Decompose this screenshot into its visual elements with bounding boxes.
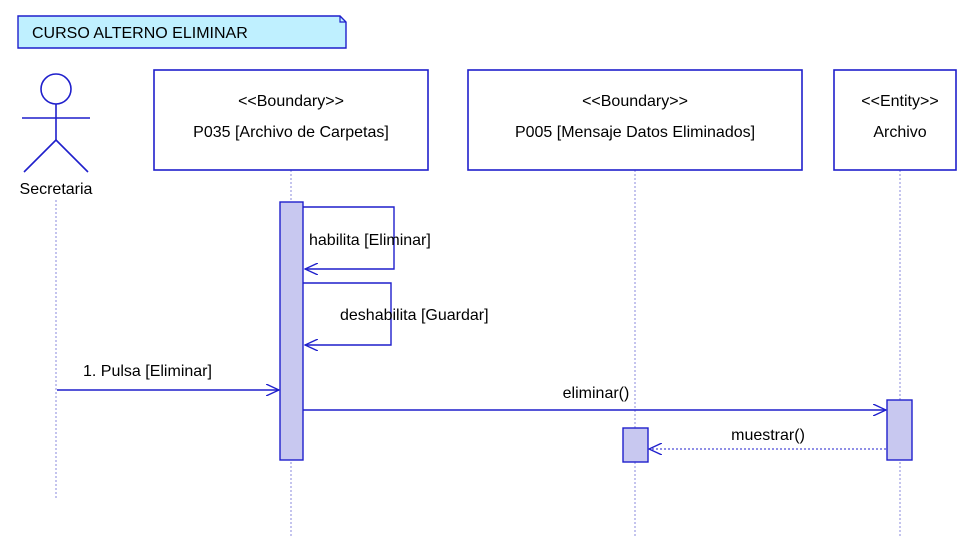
message-pulsa-label: 1. Pulsa [Eliminar] <box>83 363 212 380</box>
activation-p005 <box>622 427 649 463</box>
actor-secretaria[interactable]: Secretaria <box>20 73 93 198</box>
object-archivo-stereotype: <<Entity>> <box>861 93 938 110</box>
object-p005[interactable]: <<Boundary>> P005 [Mensaje Datos Elimina… <box>467 69 803 171</box>
object-archivo-name: Archivo <box>873 124 926 141</box>
actor-head <box>40 73 72 105</box>
object-p035-stereotype: <<Boundary>> <box>238 93 344 110</box>
message-muestrar-label: muestrar() <box>731 427 805 444</box>
object-archivo[interactable]: <<Entity>> Archivo <box>833 69 957 171</box>
message-pulsa[interactable]: 1. Pulsa [Eliminar] <box>57 363 279 390</box>
object-p005-name: P005 [Mensaje Datos Eliminados] <box>515 124 755 141</box>
object-p005-stereotype: <<Boundary>> <box>582 93 688 110</box>
message-deshabilita[interactable]: deshabilita [Guardar] <box>303 282 489 345</box>
diagram-title-note: CURSO ALTERNO ELIMINAR <box>17 15 347 49</box>
message-eliminar[interactable]: eliminar() <box>303 385 886 410</box>
activation-p035 <box>279 201 304 461</box>
message-habilita-label: habilita [Eliminar] <box>309 232 431 249</box>
actor-name: Secretaria <box>20 181 93 198</box>
message-habilita[interactable]: habilita [Eliminar] <box>303 206 431 269</box>
diagram-title: CURSO ALTERNO ELIMINAR <box>32 25 248 42</box>
object-p035[interactable]: <<Boundary>> P035 [Archivo de Carpetas] <box>153 69 429 171</box>
message-eliminar-label: eliminar() <box>563 385 630 402</box>
message-deshabilita-label: deshabilita [Guardar] <box>340 307 489 324</box>
activation-archivo <box>886 399 913 461</box>
message-muestrar[interactable]: muestrar() <box>649 427 886 449</box>
object-p035-name: P035 [Archivo de Carpetas] <box>193 124 389 141</box>
